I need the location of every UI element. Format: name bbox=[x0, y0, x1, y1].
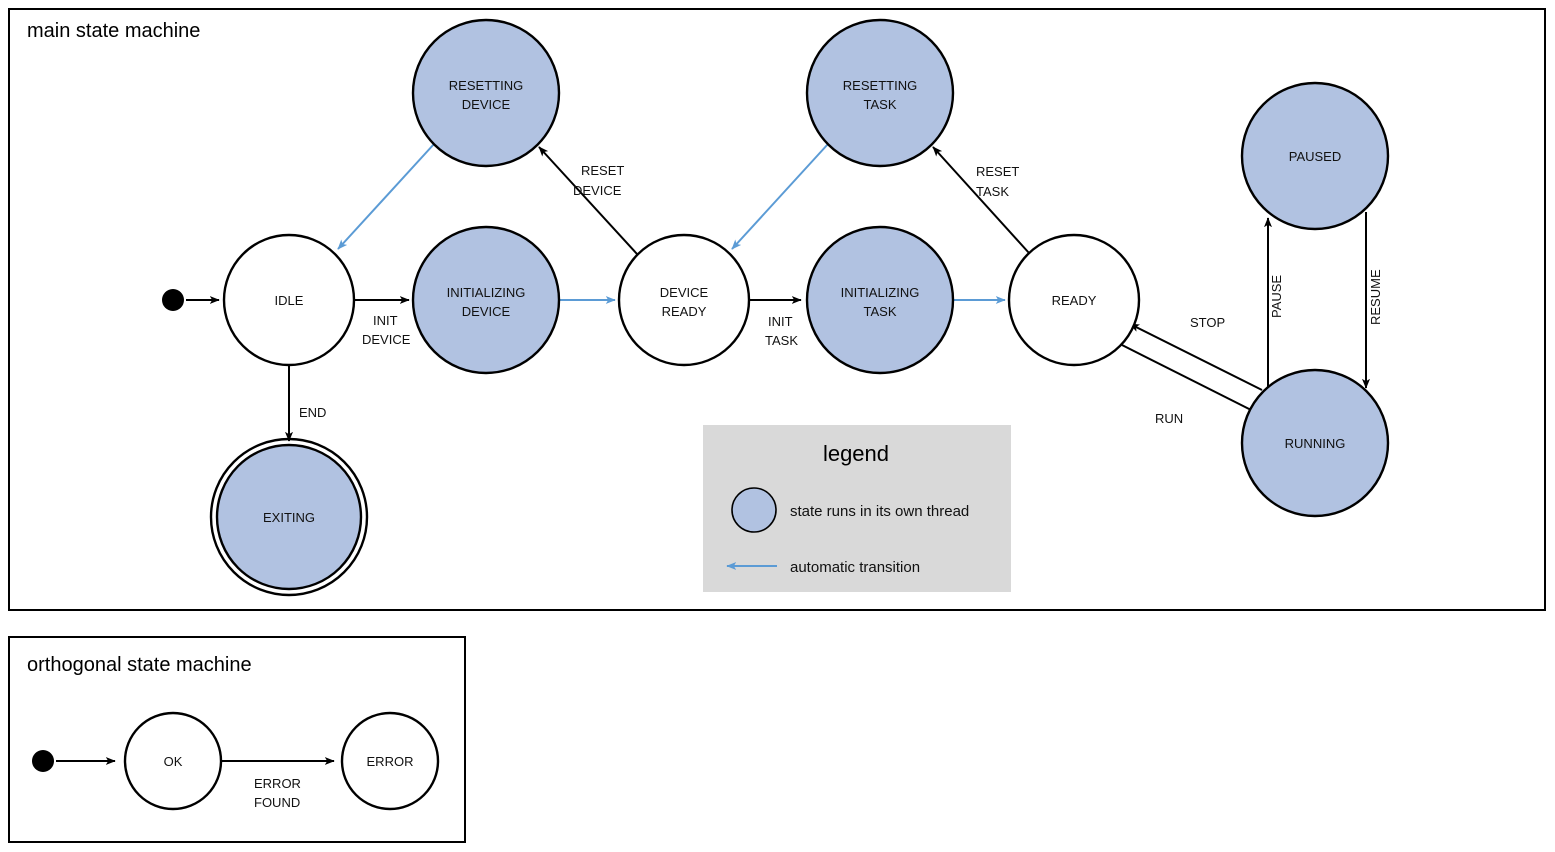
state-circle-running[interactable] bbox=[1240, 368, 1390, 518]
state-label-exiting: EXITING bbox=[263, 510, 315, 525]
legend-item-thread-label: state runs in its own thread bbox=[790, 503, 969, 520]
state-node-idle[interactable]: IDLE bbox=[222, 233, 356, 367]
edge-label-stop: STOP bbox=[1190, 315, 1225, 330]
state-node-resetting-task[interactable]: RESETTING TASK bbox=[805, 18, 955, 168]
edge-resetting-task-to-device-ready bbox=[731, 143, 829, 250]
state-label-resetting-task-line1: RESETTING bbox=[843, 78, 917, 93]
state-circle-ready[interactable] bbox=[1007, 233, 1141, 367]
orthogonal-state-machine-group: orthogonal state machine ERROR FOUND OK … bbox=[8, 636, 466, 843]
state-label-ready: READY bbox=[1052, 293, 1097, 308]
state-node-device-ready[interactable]: DEVICE READY bbox=[617, 233, 751, 367]
main-state-machine-group: main state machine INIT DE bbox=[8, 8, 1546, 611]
state-node-initializing-task[interactable]: INITIALIZING TASK bbox=[805, 225, 955, 375]
state-label-initializing-task-line2: TASK bbox=[864, 304, 897, 319]
edge-label-error-found-line2: FOUND bbox=[254, 795, 300, 810]
main-initial-state-dot bbox=[162, 289, 184, 311]
state-circle-idle[interactable] bbox=[222, 233, 356, 367]
edge-resetting-device-to-idle bbox=[337, 143, 435, 250]
edge-label-init-task-line2: TASK bbox=[765, 333, 798, 348]
orthogonal-state-machine-frame bbox=[8, 636, 466, 843]
state-circle-exiting[interactable] bbox=[215, 443, 363, 591]
state-circle-error[interactable] bbox=[340, 711, 440, 811]
state-circle-paused[interactable] bbox=[1240, 81, 1390, 231]
state-label-initializing-device-line2: DEVICE bbox=[462, 304, 511, 319]
edge-label-end: END bbox=[299, 405, 326, 420]
state-node-paused[interactable]: PAUSED bbox=[1240, 81, 1390, 231]
state-label-device-ready-line1: DEVICE bbox=[660, 285, 709, 300]
state-label-idle: IDLE bbox=[275, 293, 304, 308]
state-label-device-ready-line2: READY bbox=[662, 304, 707, 319]
state-circle-exiting-outer bbox=[209, 437, 369, 597]
state-node-ok[interactable]: OK bbox=[123, 711, 223, 811]
main-state-machine-frame bbox=[8, 8, 1546, 611]
edge-label-init-device-line2: DEVICE bbox=[362, 332, 411, 347]
legend-title: legend bbox=[823, 441, 889, 466]
edge-label-init-task-line1: INIT bbox=[768, 314, 793, 329]
state-label-ok: OK bbox=[164, 754, 183, 769]
state-circle-device-ready[interactable] bbox=[617, 233, 751, 367]
state-label-running: RUNNING bbox=[1285, 436, 1346, 451]
edge-label-reset-device-line1: RESET bbox=[581, 163, 624, 178]
state-node-resetting-device[interactable]: RESETTING DEVICE bbox=[411, 18, 561, 168]
state-label-resetting-device-line1: RESETTING bbox=[449, 78, 523, 93]
edge-device-ready-to-resetting-device bbox=[538, 146, 638, 255]
state-node-initializing-device[interactable]: INITIALIZING DEVICE bbox=[411, 225, 561, 375]
orthogonal-state-machine-title: orthogonal state machine bbox=[27, 654, 252, 676]
edge-label-reset-task-line1: RESET bbox=[976, 164, 1019, 179]
state-label-initializing-task-line1: INITIALIZING bbox=[841, 285, 920, 300]
state-label-resetting-device-line2: DEVICE bbox=[462, 97, 511, 112]
legend-item-auto-label: automatic transition bbox=[790, 559, 920, 576]
edge-label-resume: RESUME bbox=[1368, 269, 1383, 325]
main-state-machine-title: main state machine bbox=[27, 20, 200, 42]
edge-label-reset-device-line2: DEVICE bbox=[573, 183, 622, 198]
edge-label-init-device-line1: INIT bbox=[373, 313, 398, 328]
edge-label-error-found-line1: ERROR bbox=[254, 776, 301, 791]
legend-panel: legend state runs in its own thread auto… bbox=[703, 425, 1011, 592]
orthogonal-initial-state-dot bbox=[32, 750, 54, 772]
edge-label-pause: PAUSE bbox=[1269, 275, 1284, 318]
state-label-paused: PAUSED bbox=[1289, 149, 1342, 164]
state-circle-ok[interactable] bbox=[123, 711, 223, 811]
state-node-error[interactable]: ERROR bbox=[340, 711, 440, 811]
edge-running-to-ready bbox=[1129, 323, 1263, 391]
state-circle-initializing-device[interactable] bbox=[411, 225, 561, 375]
legend-thread-swatch-icon bbox=[731, 487, 777, 533]
edge-label-reset-task-line2: TASK bbox=[976, 184, 1009, 199]
state-circle-initializing-task[interactable] bbox=[805, 225, 955, 375]
edge-ready-to-running bbox=[1121, 344, 1266, 418]
state-label-error: ERROR bbox=[367, 754, 414, 769]
state-circle-resetting-device[interactable] bbox=[411, 18, 561, 168]
edge-label-run: RUN bbox=[1155, 411, 1183, 426]
state-node-exiting[interactable]: EXITING bbox=[209, 437, 369, 597]
state-label-initializing-device-line1: INITIALIZING bbox=[447, 285, 526, 300]
state-node-running[interactable]: RUNNING bbox=[1240, 368, 1390, 518]
state-node-ready[interactable]: READY bbox=[1007, 233, 1141, 367]
state-label-resetting-task-line2: TASK bbox=[864, 97, 897, 112]
edge-ready-to-resetting-task bbox=[932, 146, 1030, 254]
state-circle-resetting-task[interactable] bbox=[805, 18, 955, 168]
